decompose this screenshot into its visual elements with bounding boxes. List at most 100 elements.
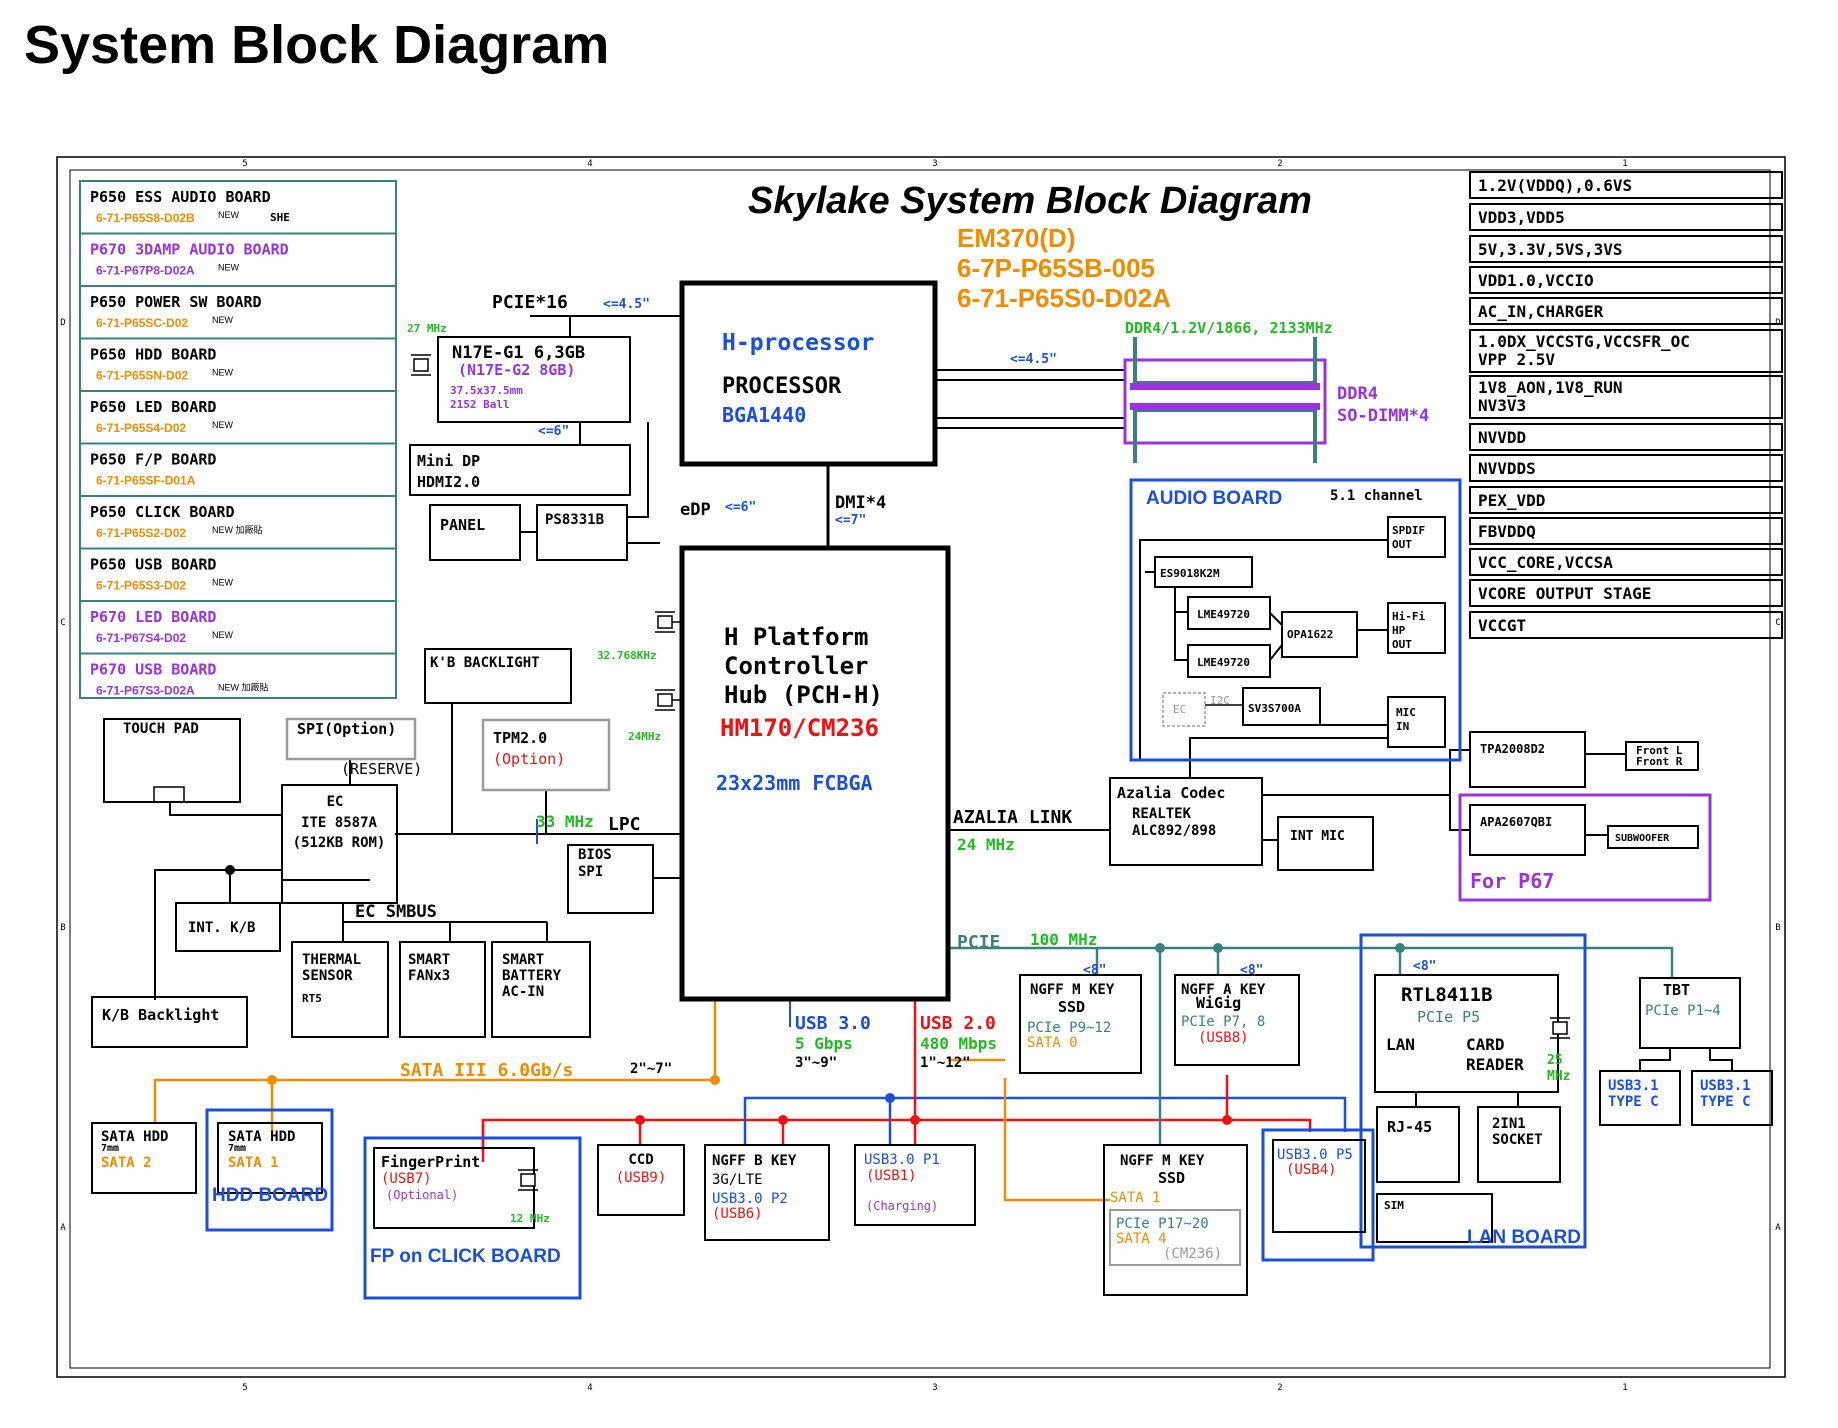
- power-rail: [1469, 486, 1783, 514]
- apa-label: APA2607QBI: [1480, 815, 1552, 829]
- lme2-box: [1187, 644, 1271, 678]
- power-rail: [1469, 611, 1783, 639]
- dimm-slot: [1133, 408, 1317, 463]
- sata-hdd1-l2: 7mm: [228, 1143, 246, 1154]
- frame-mark-bottom: 4: [587, 1383, 592, 1393]
- gpu-clock: 27 MHz: [407, 322, 447, 335]
- frame-mark-right: C: [1775, 618, 1780, 628]
- hifi-label-line: OUT: [1392, 638, 1412, 651]
- audio-mic-down: [1189, 737, 1388, 760]
- board-part: 6-71-P65SN-D02: [96, 369, 188, 383]
- board-part: 6-71-P65S2-D02: [96, 526, 186, 540]
- azalia-clock: 24 MHz: [957, 835, 1015, 854]
- board-note: NEW: [212, 630, 234, 640]
- audio-board-frame: [1129, 478, 1462, 762]
- thermal-l2: SENSOR: [302, 968, 353, 984]
- opa-box: [1281, 611, 1358, 658]
- pcie-dot-2: [1213, 943, 1223, 953]
- sata-bus-label: SATA III 6.0Gb/s: [400, 1060, 573, 1081]
- audio-title: AUDIO BOARD: [1146, 488, 1282, 509]
- pch-chipset: HM170/CM236: [720, 714, 879, 742]
- audio-channel: 5.1 channel: [1330, 488, 1423, 504]
- power-rail-label: 5V,3.3V,5VS,3VS: [1478, 240, 1623, 259]
- power-rail: [1469, 266, 1783, 294]
- audio-spdif-wire: [1139, 539, 1388, 760]
- usb3-l3: 3"~9": [795, 1055, 837, 1071]
- power-rail: [1469, 297, 1783, 325]
- memory-bus-len: <=4.5": [1010, 352, 1057, 367]
- dimm-group: [1123, 358, 1327, 445]
- ngff-m2-l6: (CM236): [1163, 1246, 1222, 1262]
- pch-l1: H Platform: [724, 623, 869, 651]
- power-rail: [1469, 329, 1783, 373]
- tpa-box: [1469, 731, 1586, 788]
- fan-box: [399, 941, 486, 1038]
- power-rail: [1469, 579, 1783, 607]
- frame-mark-left: A: [60, 1223, 66, 1233]
- rtl-len: <8": [1413, 959, 1436, 974]
- edp-len: <=6": [725, 500, 756, 515]
- sim-label: SIM: [1384, 1199, 1404, 1212]
- codec-amps: [1262, 749, 1470, 796]
- ec-box: [281, 784, 398, 904]
- pch-box: [679, 545, 951, 1002]
- rj45-box: [1376, 1106, 1460, 1183]
- usbc1-box: [1599, 1070, 1681, 1126]
- frame-mark-bottom: 3: [932, 1383, 937, 1393]
- socket-box: [1477, 1106, 1561, 1183]
- board-name: P670 3DAMP AUDIO BOARD: [90, 241, 289, 259]
- frame-mark-bottom: 5: [242, 1383, 247, 1393]
- board-part: 6-71-P65SC-D02: [96, 316, 188, 330]
- frame-mark-left: B: [60, 923, 65, 933]
- lan-board-frame: [1359, 933, 1587, 1249]
- usb3-l1: USB 3.0: [795, 1013, 871, 1034]
- spi-box: [285, 717, 417, 761]
- model-line: 6-71-P65S0-D02A: [957, 283, 1171, 313]
- power-rail-label: VDD1.0,VCCIO: [1478, 271, 1594, 290]
- ngff-b-l2: 3G/LTE: [712, 1172, 763, 1188]
- cpu-line2: PROCESSOR: [722, 374, 842, 399]
- usb2-dot-1: [635, 1115, 645, 1125]
- usbc2-box: [1691, 1070, 1773, 1126]
- power-rail-label: VCORE OUTPUT STAGE: [1478, 584, 1651, 603]
- power-rail: [1469, 171, 1783, 199]
- es9018-label: ES9018K2M: [1160, 567, 1220, 580]
- sim-box: [1376, 1193, 1493, 1243]
- power-rail: [1469, 203, 1783, 231]
- power-rail-label: NVVDDS: [1478, 459, 1536, 478]
- board-part: 6-71-P65S8-D02B: [96, 211, 195, 225]
- tpm-box: [481, 718, 611, 792]
- frame-mark-left: D: [60, 318, 65, 328]
- board-part: 6-71-P67S3-D02A: [96, 684, 195, 698]
- p67-frame: [1458, 793, 1712, 902]
- codec-l2: REALTEK: [1132, 806, 1192, 822]
- sata-hdd1-l1: SATA HDD: [228, 1129, 295, 1145]
- sv-box: [1242, 687, 1321, 726]
- ngff-b-l3: USB3.0 P2: [712, 1191, 788, 1207]
- usb30p1-box: [854, 1144, 976, 1226]
- frame-mark-right: A: [1775, 1223, 1781, 1233]
- usb2-dot-3: [910, 1115, 920, 1125]
- board-note: NEW: [212, 368, 234, 378]
- bios-l2: SPI: [578, 864, 603, 880]
- hdd-board-frame: [205, 1108, 334, 1232]
- opa-label: OPA1622: [1287, 628, 1333, 641]
- power-rail-label-line: 1.0DX_VCCSTG,VCCSFR_OC: [1478, 332, 1690, 351]
- es9018-box: [1154, 556, 1253, 588]
- socket-label-line: SOCKET: [1492, 1132, 1543, 1148]
- gpu-len2: <=6": [538, 424, 569, 439]
- ngff-m1-l3: PCIe P9~12: [1027, 1020, 1111, 1036]
- kb-backlight-top-label: K'B BACKLIGHT: [430, 655, 540, 671]
- sata-bus-len: 2"~7": [630, 1061, 672, 1077]
- pcie-label: PCIE: [957, 932, 1000, 953]
- ngff-a-l3: PCIe P7, 8: [1181, 1014, 1265, 1030]
- ngff-m2-l2: SSD: [1158, 1169, 1185, 1187]
- audio-i2c-label: I2C: [1210, 694, 1230, 707]
- pcie-clock: 100 MHz: [1030, 930, 1097, 949]
- usb30p1-l2: (USB1): [866, 1168, 917, 1184]
- ngff-m2-l3: SATA 1: [1110, 1190, 1161, 1206]
- memory-label2: SO-DIMM*4: [1337, 406, 1429, 426]
- rtl-lan: LAN: [1386, 1035, 1415, 1054]
